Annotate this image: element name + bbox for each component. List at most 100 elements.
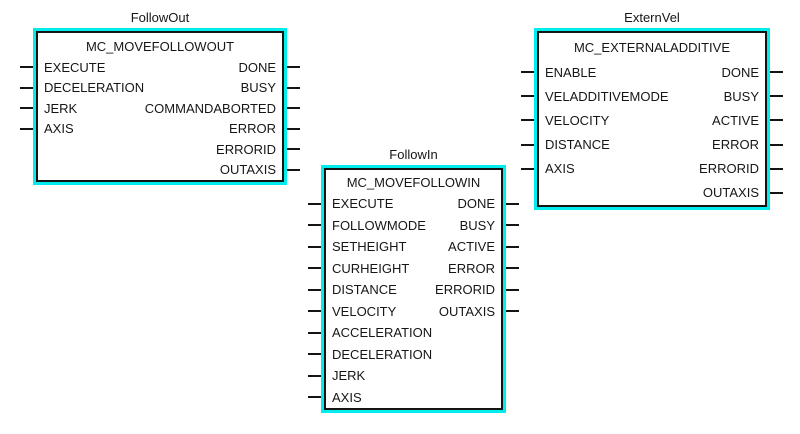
input-label: ENABLE bbox=[545, 64, 597, 80]
output-pin[interactable] bbox=[770, 167, 783, 170]
input-pin[interactable] bbox=[308, 310, 321, 313]
block-row: DECELERATION BUSY bbox=[20, 78, 300, 99]
input-label: DISTANCE bbox=[332, 282, 397, 298]
output-pin[interactable] bbox=[287, 148, 300, 151]
output-label: BUSY bbox=[723, 88, 759, 104]
output-pin[interactable] bbox=[506, 288, 519, 291]
input-label: DECELERATION bbox=[44, 80, 145, 96]
input-label: AXIS bbox=[44, 121, 74, 137]
input-pin[interactable] bbox=[20, 127, 33, 130]
input-pin[interactable] bbox=[308, 245, 321, 248]
block-row: OUTAXIS bbox=[539, 181, 783, 205]
input-label: FOLLOWMODE bbox=[332, 217, 426, 233]
block-row: DISTANCE ERRORID bbox=[308, 279, 519, 301]
block-type-name: MC_EXTERNALADDITIVE bbox=[573, 40, 731, 55]
input-pin[interactable] bbox=[20, 86, 33, 89]
block-row: ACCELERATION bbox=[308, 322, 501, 344]
output-pin[interactable] bbox=[287, 127, 300, 130]
input-label: CURHEIGHT bbox=[332, 260, 410, 276]
output-pin[interactable] bbox=[770, 95, 783, 98]
input-label: AXIS bbox=[545, 161, 575, 177]
output-label: ERRORID bbox=[699, 161, 759, 177]
output-pin[interactable] bbox=[287, 66, 300, 69]
output-label: DONE bbox=[457, 196, 495, 212]
block-type-name: MC_MOVEFOLLOWIN bbox=[346, 175, 481, 190]
input-label: AXIS bbox=[332, 389, 362, 405]
output-pin[interactable] bbox=[287, 168, 300, 171]
block-row: EXECUTE DONE bbox=[20, 57, 300, 78]
input-pin[interactable] bbox=[308, 374, 321, 377]
input-pin[interactable] bbox=[308, 331, 321, 334]
output-label: DONE bbox=[238, 59, 276, 75]
input-label: ACCELERATION bbox=[332, 325, 433, 341]
output-label: ERRORID bbox=[216, 141, 276, 157]
output-pin[interactable] bbox=[770, 119, 783, 122]
input-pin[interactable] bbox=[308, 396, 321, 399]
output-label: ERRORID bbox=[435, 282, 495, 298]
output-pin[interactable] bbox=[287, 86, 300, 89]
output-pin[interactable] bbox=[506, 202, 519, 205]
block-instance-name: ExternVel bbox=[624, 10, 680, 25]
output-label: ERROR bbox=[229, 121, 276, 137]
block-pin-rows: EXECUTE DONE DECELERATION BUSY JERK COMMANDAB… bbox=[20, 57, 300, 181]
input-pin[interactable] bbox=[521, 167, 534, 170]
block-row: OUTAXIS bbox=[38, 160, 300, 181]
input-label: VELOCITY bbox=[545, 112, 610, 128]
output-pin[interactable] bbox=[506, 224, 519, 227]
block-row: JERK bbox=[308, 365, 501, 387]
block-row: VELADDITIVEMODE BUSY bbox=[521, 84, 783, 108]
block-instance-name: FollowOut bbox=[130, 10, 190, 25]
output-label: ACTIVE bbox=[448, 239, 495, 255]
input-pin[interactable] bbox=[20, 66, 33, 69]
output-pin[interactable] bbox=[770, 143, 783, 146]
output-label: ERROR bbox=[448, 260, 495, 276]
block-row: AXIS bbox=[308, 387, 501, 409]
input-label: SETHEIGHT bbox=[332, 239, 407, 255]
input-pin[interactable] bbox=[308, 202, 321, 205]
output-pin[interactable] bbox=[770, 191, 783, 194]
block-row: DECELERATION bbox=[308, 344, 501, 366]
block-row: AXIS ERROR bbox=[20, 119, 300, 140]
input-label: EXECUTE bbox=[44, 59, 106, 75]
output-label: OUTAXIS bbox=[219, 162, 276, 178]
input-pin[interactable] bbox=[20, 107, 33, 110]
block-instance-name: FollowIn bbox=[389, 147, 438, 162]
output-pin[interactable] bbox=[287, 107, 300, 110]
input-pin[interactable] bbox=[308, 353, 321, 356]
output-pin[interactable] bbox=[506, 267, 519, 270]
input-pin[interactable] bbox=[308, 267, 321, 270]
input-pin[interactable] bbox=[521, 71, 534, 74]
input-pin[interactable] bbox=[521, 119, 534, 122]
output-pin[interactable] bbox=[770, 71, 783, 74]
output-label: BUSY bbox=[240, 80, 276, 96]
input-label: JERK bbox=[44, 100, 78, 116]
block-row: ERRORID bbox=[38, 139, 300, 160]
output-label: OUTAXIS bbox=[702, 185, 759, 201]
input-label: DECELERATION bbox=[332, 346, 433, 362]
input-pin[interactable] bbox=[521, 143, 534, 146]
output-label: ERROR bbox=[712, 137, 759, 153]
input-pin[interactable] bbox=[308, 224, 321, 227]
output-pin[interactable] bbox=[506, 310, 519, 313]
input-label: VELADDITIVEMODE bbox=[545, 88, 669, 104]
block-row: CURHEIGHT ERROR bbox=[308, 258, 519, 280]
input-pin[interactable] bbox=[521, 95, 534, 98]
output-label: COMMANDABORTED bbox=[144, 100, 276, 116]
output-label: ACTIVE bbox=[712, 112, 759, 128]
output-label: BUSY bbox=[459, 217, 495, 233]
output-pin[interactable] bbox=[506, 245, 519, 248]
input-pin[interactable] bbox=[308, 288, 321, 291]
